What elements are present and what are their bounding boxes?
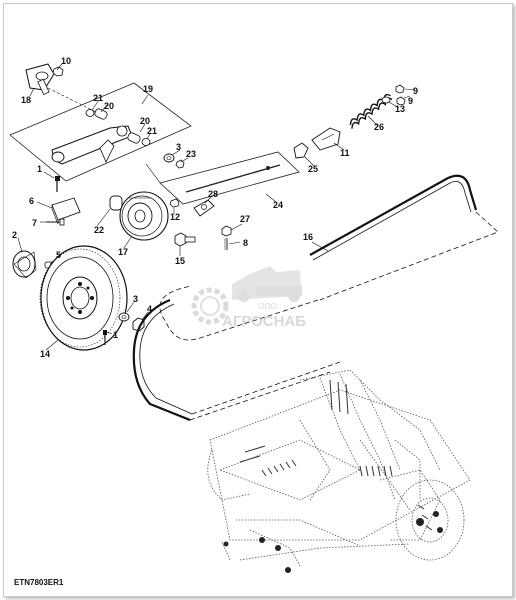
spacer-22 xyxy=(109,195,123,211)
callout-13: 13 xyxy=(395,104,405,114)
bracket-6 xyxy=(51,197,81,225)
screw-1-lower xyxy=(103,330,107,345)
callout-8: 8 xyxy=(243,238,248,248)
ghost-machine-hatching xyxy=(239,379,433,531)
ghost-machine-assembly xyxy=(207,369,471,567)
callout-28: 28 xyxy=(208,189,218,199)
watermark-brand-text: АГРОСНАБ xyxy=(222,313,306,330)
callout-6: 6 xyxy=(29,196,34,206)
callout-1: 1 xyxy=(37,164,42,174)
washer-3-lower xyxy=(118,312,130,322)
callout-4: 4 xyxy=(147,304,152,314)
ghost-machine-hardware xyxy=(223,511,443,573)
callout-20: 20 xyxy=(104,101,114,111)
callout-9b: 9 xyxy=(413,86,418,96)
callout-3: 3 xyxy=(176,142,181,152)
callout-5: 5 xyxy=(56,250,61,260)
bushing-20 xyxy=(94,108,141,144)
washer-3 xyxy=(163,153,175,163)
callout-19: 19 xyxy=(143,84,153,94)
idler-arm-19 xyxy=(51,125,133,165)
nut-12 xyxy=(169,198,180,208)
pin-8 xyxy=(224,238,228,250)
callout-27: 27 xyxy=(240,214,250,224)
washer-13 xyxy=(381,96,391,104)
figure-reference-code: ETN7803ER1 xyxy=(14,578,64,587)
callout-24: 24 xyxy=(273,200,283,210)
hub-2 xyxy=(12,250,37,279)
watermark-logo: ООО АГРОСНАБ xyxy=(191,266,306,330)
pin-27 xyxy=(221,225,232,237)
callout-7: 7 xyxy=(32,218,37,228)
callout-16: 16 xyxy=(303,232,313,242)
callout-18: 18 xyxy=(21,95,31,105)
callout-22: 22 xyxy=(94,225,104,235)
callout-23: 23 xyxy=(186,149,196,159)
screw-7 xyxy=(46,218,65,226)
callout-10: 10 xyxy=(61,56,71,66)
nut-10 xyxy=(52,66,64,77)
clip-28 xyxy=(193,199,215,217)
callout-21: 21 xyxy=(93,93,103,103)
callout-2: 2 xyxy=(12,230,17,240)
idler-pulley-17 xyxy=(119,191,169,241)
rod-end-11 xyxy=(311,127,341,151)
bushing-25 xyxy=(293,142,309,159)
callout-labels: 10 18 19 21 20 20 21 3 23 1 6 7 2 5 14 2… xyxy=(12,56,418,359)
callout-1b: 1 xyxy=(113,330,118,340)
callout-17: 17 xyxy=(118,247,128,257)
callout-12: 12 xyxy=(170,212,180,222)
bushing-4 xyxy=(132,317,145,332)
callout-11: 11 xyxy=(340,148,350,158)
screw-1 xyxy=(55,176,60,192)
rod-24-line xyxy=(185,164,281,193)
callout-14: 14 xyxy=(40,349,50,359)
assembly-outline-24 xyxy=(159,151,300,205)
callout-26: 26 xyxy=(374,122,384,132)
rod-24-end xyxy=(266,166,270,170)
bushing-21 xyxy=(85,109,151,146)
callout-15: 15 xyxy=(175,256,185,266)
callout-25: 25 xyxy=(308,164,318,174)
callout-3b: 3 xyxy=(133,294,138,304)
callout-21b: 21 xyxy=(147,126,157,136)
pivot-bracket-18 xyxy=(25,63,97,113)
leader-lines xyxy=(17,63,415,351)
watermark-small-text: ООО xyxy=(258,302,277,311)
nut-23 xyxy=(175,159,185,169)
callout-9: 9 xyxy=(408,96,413,106)
belt-16 xyxy=(132,174,499,422)
nut-9 xyxy=(395,84,406,106)
bolt-15 xyxy=(174,232,196,247)
pulley-14 xyxy=(39,245,128,351)
assembly-outline-19 xyxy=(9,82,192,182)
callout-20b: 20 xyxy=(140,116,150,126)
